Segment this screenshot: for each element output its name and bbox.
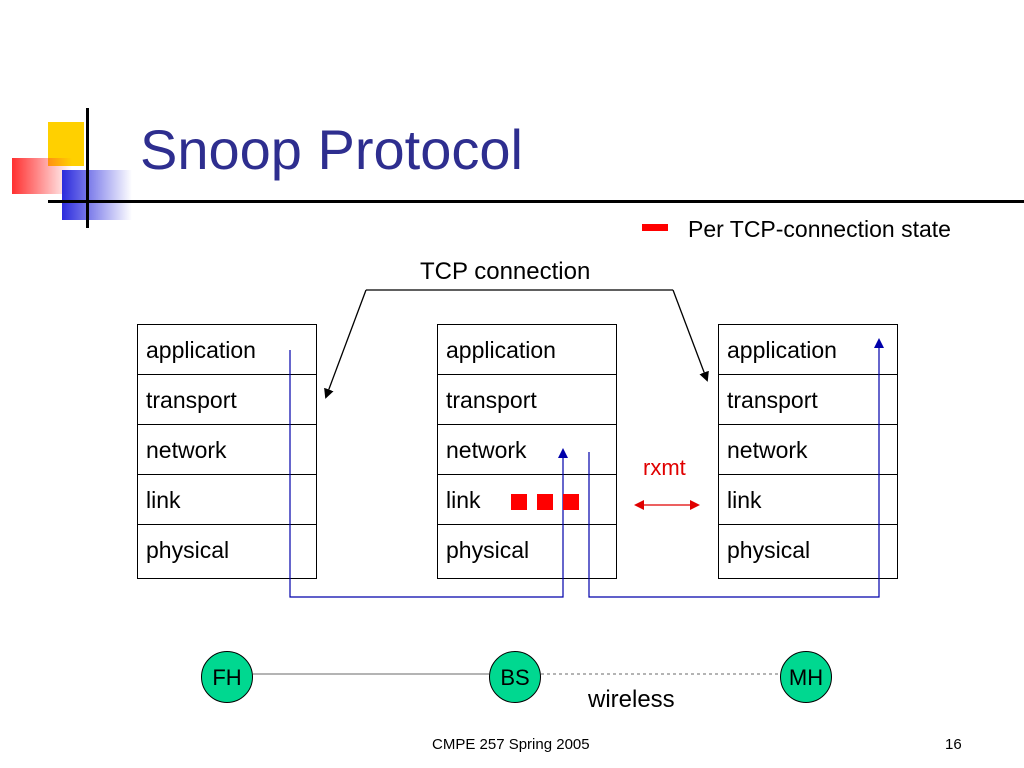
title-underline: [48, 200, 1024, 203]
layer-transport: transport: [438, 375, 616, 425]
state-block: [563, 494, 579, 510]
layer-physical: physical: [146, 537, 230, 563]
data-path-bs-to-mh: [588, 338, 884, 598]
tcp-connection-label: TCP connection: [420, 258, 591, 285]
layer-network: network: [438, 425, 616, 475]
node-base-station: BS: [489, 651, 541, 703]
legend-text: Per TCP-connection state: [688, 216, 951, 242]
layer-link: link: [438, 475, 616, 525]
layer-application: application: [138, 325, 316, 375]
layer-transport: transport: [138, 375, 316, 425]
layer-link: link: [138, 475, 316, 525]
layer-application: application: [438, 325, 616, 375]
layer-transport: transport: [719, 375, 897, 425]
layer-physical: physical: [727, 537, 811, 563]
decorative-squares-logo: [12, 108, 132, 228]
per-connection-state-marker: [642, 224, 668, 231]
tcp-connection-arrow-right: [672, 289, 709, 382]
protocol-stack-fh: application transport network link physi…: [137, 324, 317, 579]
protocol-stack-bs: application transport network link physi…: [437, 324, 617, 579]
state-block: [537, 494, 553, 510]
node-mobile-host: MH: [780, 651, 832, 703]
state-block: [511, 494, 527, 510]
node-fixed-host: FH: [201, 651, 253, 703]
data-path-fh-to-bs: [289, 350, 568, 598]
rxmt-label: rxmt: [643, 455, 686, 480]
footer-course: CMPE 257 Spring 2005: [432, 736, 590, 753]
wireless-label: wireless: [588, 686, 675, 713]
footer-page-number: 16: [945, 736, 962, 753]
layer-link: link: [719, 475, 897, 525]
layer-physical: physical: [446, 537, 530, 563]
layer-network: network: [138, 425, 316, 475]
layer-network: network: [719, 425, 897, 475]
layer-application: application: [719, 325, 897, 375]
protocol-stack-mh: application transport network link physi…: [718, 324, 898, 579]
slide-title: Snoop Protocol: [140, 118, 523, 181]
tcp-connection-arrow-left: [324, 289, 367, 399]
